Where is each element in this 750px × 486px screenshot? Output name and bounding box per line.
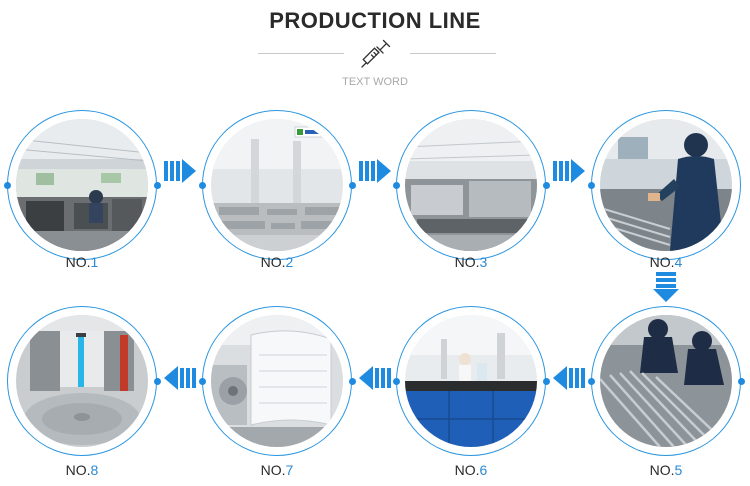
connector-dot: [153, 377, 161, 385]
connector-dot: [587, 181, 595, 189]
step-7: [198, 306, 356, 456]
step-5-label: NO.5: [649, 462, 683, 478]
arrow-down-icon: [652, 272, 680, 302]
step-2: [198, 110, 356, 260]
step-5: [587, 306, 745, 456]
step-3-label: NO.3: [454, 254, 488, 270]
step-4-label: NO.4: [649, 254, 683, 270]
arrow-right-icon: [164, 157, 196, 185]
connector-dot: [737, 377, 745, 385]
connector-dot: [3, 181, 11, 189]
connector-dot: [198, 377, 206, 385]
connector-dot: [348, 377, 356, 385]
connector-dot: [392, 181, 400, 189]
step-7-label: NO.7: [260, 462, 294, 478]
connector-dot: [198, 181, 206, 189]
step-2-label: NO.2: [260, 254, 294, 270]
connector-dot: [542, 377, 550, 385]
arrow-right-icon: [359, 157, 391, 185]
connector-dot: [153, 181, 161, 189]
step-8-label: NO.8: [65, 462, 99, 478]
step-4: [587, 110, 741, 260]
step-2-photo: [211, 119, 343, 251]
arrow-left-icon: [359, 364, 391, 392]
connector-dot: [587, 377, 595, 385]
step-3: [392, 110, 550, 260]
step-7-photo: [211, 315, 343, 447]
connector-dot: [348, 181, 356, 189]
step-4-photo: [600, 119, 732, 251]
connector-dot: [542, 181, 550, 189]
syringe-icon: [359, 36, 393, 70]
step-5-photo: [600, 315, 732, 447]
step-8: [7, 306, 161, 456]
step-1-photo: [16, 119, 148, 251]
connector-dot: [392, 377, 400, 385]
step-6: [392, 306, 550, 456]
arrow-right-icon: [553, 157, 585, 185]
step-8-photo: [16, 315, 148, 447]
title-divider-left: [258, 53, 344, 54]
arrow-left-icon: [164, 364, 196, 392]
title-divider-right: [410, 53, 496, 54]
step-6-label: NO.6: [454, 462, 488, 478]
arrow-left-icon: [553, 364, 585, 392]
step-1: [3, 110, 161, 260]
step-6-photo: [405, 315, 537, 447]
page-title: PRODUCTION LINE: [269, 8, 481, 33]
step-1-label: NO.1: [65, 254, 99, 270]
step-3-photo: [405, 119, 537, 251]
page-subtitle: TEXT WORD: [342, 76, 408, 88]
